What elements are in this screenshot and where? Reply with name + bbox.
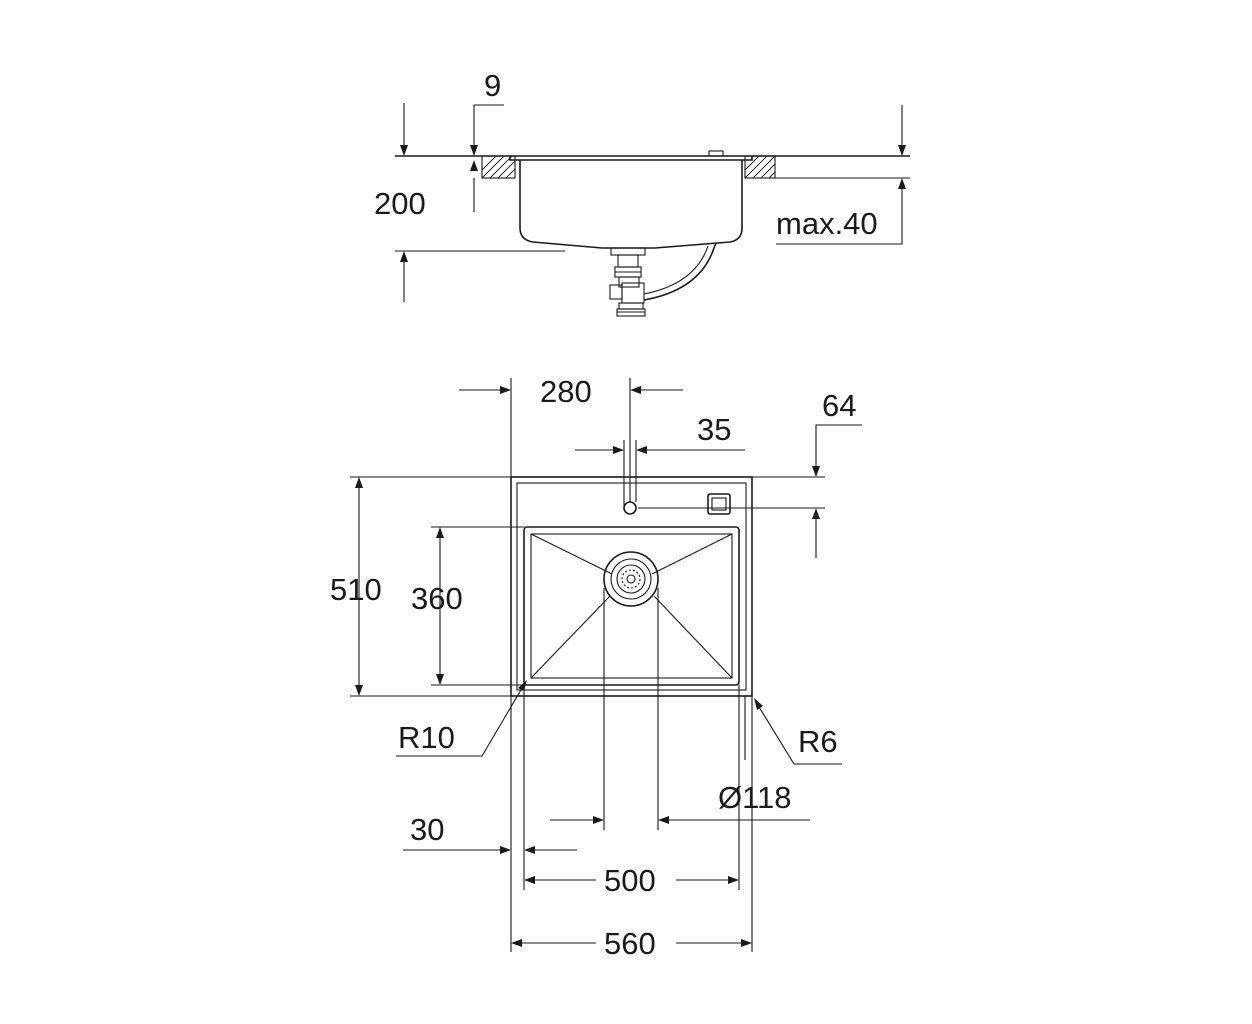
bowl-slope-line [530, 595, 611, 679]
dim-countertop-max: max.40 [776, 105, 906, 245]
dim-side-gap-label: 9 [484, 68, 501, 103]
dim-inner-radius-label: R10 [398, 720, 455, 755]
sink-rim [509, 156, 753, 161]
dim-depth: 200 [374, 103, 565, 302]
dim-bowl-depth-label: 360 [411, 581, 463, 616]
tap-hole-icon [623, 501, 637, 515]
dim-tap-offset-y: 64 [638, 388, 862, 558]
dim-countertop-max-label: max.40 [776, 206, 878, 241]
bowl-slope-line [530, 533, 613, 575]
dim-rim-label: 30 [410, 812, 444, 847]
overflow-hose [643, 242, 717, 301]
dim-bowl-depth: 360 [411, 526, 524, 686]
dim-waste-diameter: Ø118 [550, 588, 810, 830]
dim-bowl-width-label: 500 [604, 863, 656, 898]
overflow-knob [708, 150, 724, 157]
dim-tap-offset-y-label: 64 [822, 388, 856, 423]
countertop-hatch-left [481, 155, 516, 179]
countertop-hatch-right [744, 155, 776, 179]
dim-overall-width-label: 560 [604, 926, 656, 961]
dim-tap-offset-x: 280 [459, 374, 683, 502]
overflow-button-icon [707, 493, 731, 515]
dim-tap-offset-x-label: 280 [540, 374, 592, 409]
waste-drain-assembly [609, 242, 717, 317]
dim-bowl-width: 500 [523, 685, 740, 898]
bowl-slope-line [651, 533, 733, 575]
sink-outline [510, 476, 753, 697]
dim-inner-radius: R10 [396, 680, 527, 757]
dim-outer-radius: R6 [754, 698, 842, 765]
bowl-outline [523, 526, 740, 686]
dim-rim: 30 [403, 812, 577, 854]
waste-drain-icon [603, 551, 659, 607]
side-view: 9 200 max.40 [374, 68, 910, 317]
dim-waste-diameter-label: Ø118 [718, 780, 792, 815]
dim-side-gap: 9 [470, 68, 504, 212]
bowl-inner [530, 533, 733, 679]
sink-rim-inner [516, 482, 747, 691]
dim-overall-width: 560 [510, 696, 753, 961]
plan-view: 280 35 64 510 [330, 374, 862, 961]
dim-tap-hole: 35 [575, 412, 745, 508]
dim-overall-depth-label: 510 [330, 572, 382, 607]
dim-overall-depth: 510 [330, 476, 511, 697]
dim-tap-hole-label: 35 [697, 412, 731, 447]
bowl-profile [519, 160, 743, 249]
dim-depth-label: 200 [374, 186, 426, 221]
bowl-slope-line [653, 595, 733, 679]
dim-outer-radius-label: R6 [798, 724, 838, 759]
